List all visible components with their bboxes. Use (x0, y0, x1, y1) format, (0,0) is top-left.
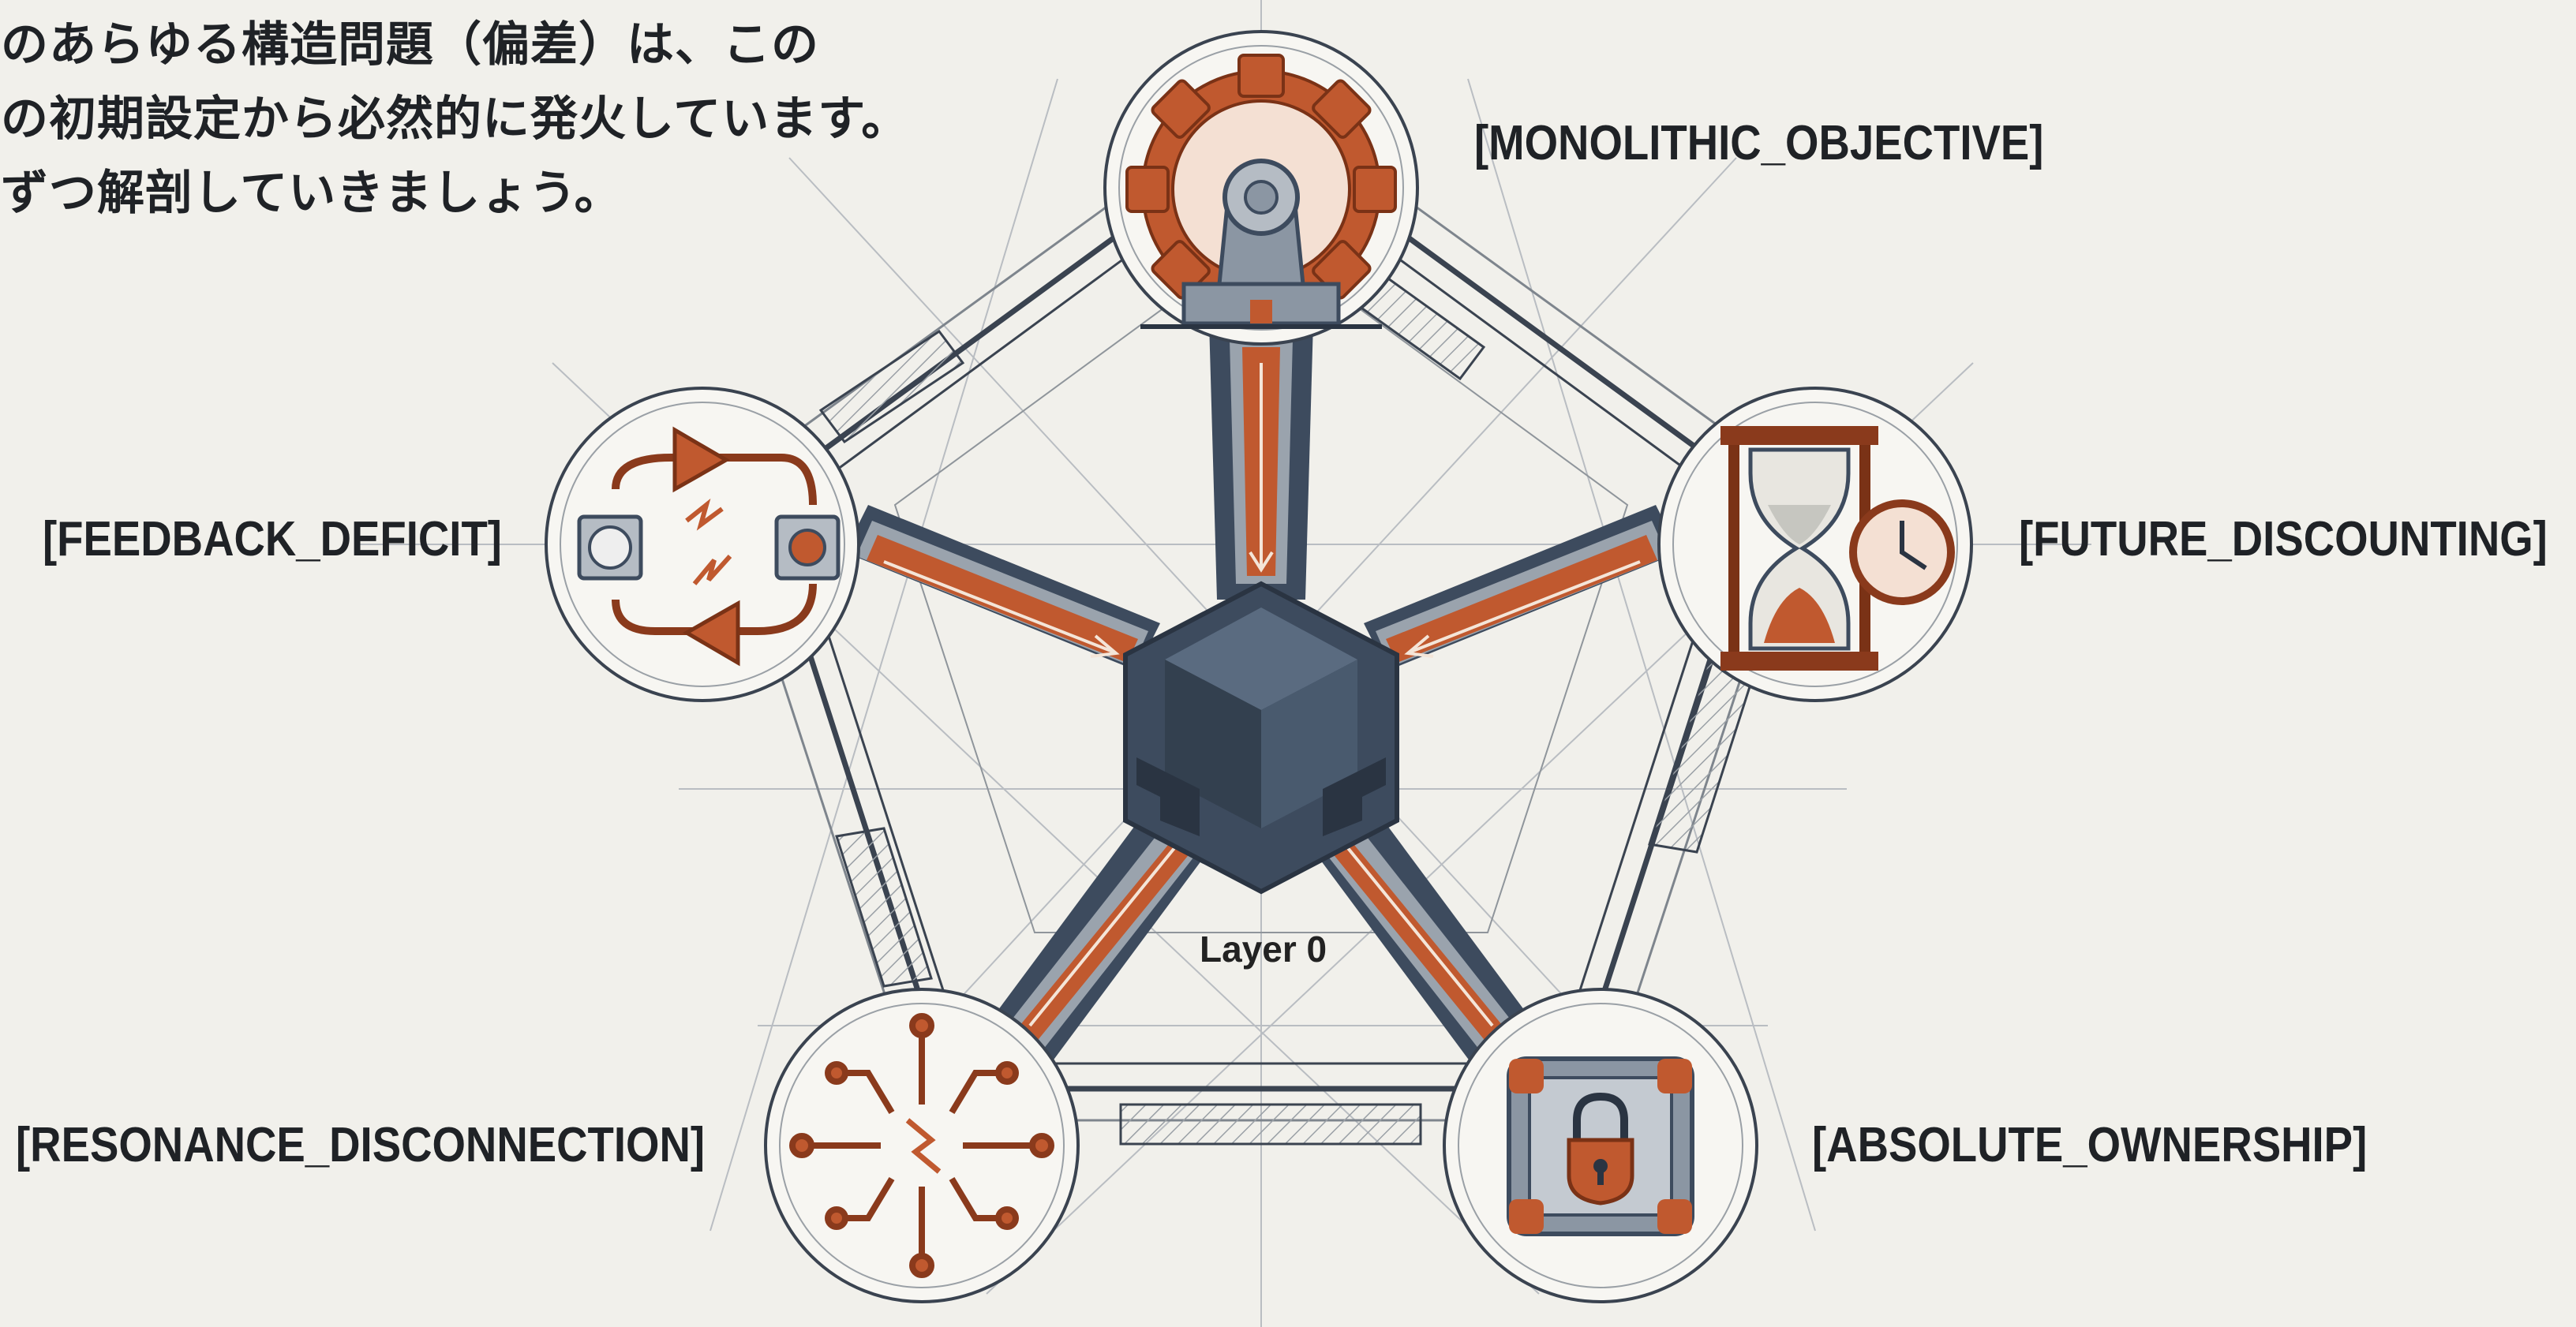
intro-line-2: つの初期設定から必然的に発火しています。 (0, 82, 979, 156)
node-absolute-ownership (1444, 989, 1757, 1302)
intro-line-1: 代のあらゆる構造問題（偏差）は、この (0, 8, 979, 82)
gear-icon (1127, 55, 1395, 327)
label-absolute-ownership: [ABSOLUTE_OWNERSHIP] (1812, 1117, 2367, 1173)
intro-text: 代のあらゆる構造問題（偏差）は、この つの初期設定から必然的に発火しています。 … (0, 8, 979, 230)
label-monolithic-objective: [MONOLITHIC_OBJECTIVE] (1474, 115, 2043, 171)
intro-line-3: つずつ解剖していきましょう。 (0, 156, 979, 230)
center-label: Layer 0 (1200, 928, 1327, 970)
node-monolithic-objective (1105, 32, 1417, 344)
arm-left (844, 505, 1160, 671)
node-future-discounting (1659, 388, 1971, 701)
node-feedback-deficit (546, 388, 859, 701)
arm-top (1209, 322, 1313, 600)
arm-right (1364, 505, 1679, 671)
label-resonance-disconnection: [RESONANCE_DISCONNECTION] (16, 1117, 705, 1173)
node-resonance-disconnection (766, 989, 1078, 1302)
label-future-discounting: [FUTURE_DISCOUNTING] (2019, 511, 2548, 567)
label-feedback-deficit: [FEEDBACK_DEFICIT] (43, 511, 502, 567)
padlock-safe-icon (1509, 1059, 1692, 1234)
